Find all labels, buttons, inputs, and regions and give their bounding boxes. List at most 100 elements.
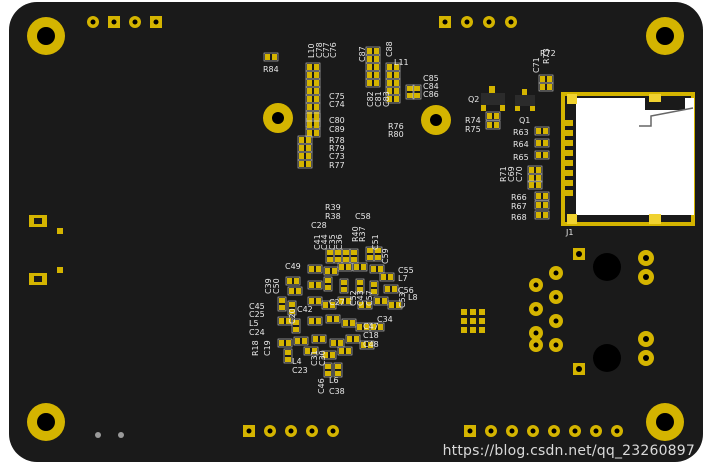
- designator-c31: C31: [310, 350, 319, 366]
- passive-footprints: [263, 46, 554, 378]
- designator-c51: C51: [371, 234, 380, 250]
- mounting-hole-mid-left: [263, 103, 293, 133]
- passive-pad-pair: [527, 165, 543, 175]
- passive-pad-pair: [305, 86, 321, 96]
- passive-pad-pair: [297, 135, 313, 145]
- passive-pad-pair: [341, 248, 351, 264]
- passive-pad-pair: [339, 278, 349, 294]
- passive-pad-pair: [297, 151, 313, 161]
- passive-pad-pair: [307, 316, 323, 326]
- passive-pad-pair: [365, 70, 381, 80]
- passive-pad-pair: [534, 150, 550, 160]
- passive-pad-pair: [333, 248, 343, 264]
- designator-l4: L4: [292, 357, 302, 366]
- sd-card-connector-j1: [561, 92, 695, 226]
- passive-pad-pair: [291, 318, 301, 334]
- passive-pad-pair: [333, 362, 343, 378]
- designator-r38: R38: [325, 212, 341, 221]
- designator-c34: C34: [377, 315, 393, 324]
- designator-l7: L7: [398, 274, 408, 283]
- designator-c44: C44: [320, 234, 329, 250]
- designator-c46: C46: [317, 378, 326, 394]
- passive-pad-pair: [373, 296, 389, 306]
- designator-r76: R76: [388, 122, 404, 131]
- designator-r18: R18: [251, 340, 260, 356]
- passive-pad-pair: [297, 143, 313, 153]
- designator-c58: C58: [355, 212, 371, 221]
- header-bottom-left: [243, 425, 339, 437]
- designator-l10: L10: [307, 43, 316, 58]
- transistor-q2: [481, 86, 505, 111]
- passive-pad-pair: [307, 264, 323, 274]
- bottom-left-vias: [95, 432, 124, 438]
- designator-r67: R67: [511, 202, 527, 211]
- designator-c42: C42: [297, 305, 313, 314]
- designator-c71: C71: [532, 57, 541, 73]
- designator-c47: C47: [363, 322, 379, 331]
- passive-pad-pair: [534, 191, 550, 201]
- designator-c25: C25: [249, 310, 265, 319]
- designator-r66: R66: [511, 193, 527, 202]
- passive-pad-pair: [311, 334, 327, 344]
- passive-pad-pair: [365, 62, 381, 72]
- designator-c23: C23: [292, 366, 308, 375]
- designator-c78: C78: [315, 42, 324, 58]
- passive-pad-pair: [534, 200, 550, 210]
- passive-pad-pair: [359, 340, 375, 350]
- designator-c19: C19: [263, 340, 272, 356]
- passive-pad-pair: [349, 248, 359, 264]
- passive-pad-pair: [534, 210, 550, 220]
- designator-l6: L6: [329, 376, 339, 385]
- designator-c87: C87: [358, 46, 367, 62]
- passive-pad-pair: [307, 280, 323, 290]
- designator-l5: L5: [249, 319, 259, 328]
- designator-r79: R79: [329, 144, 345, 153]
- passive-pad-pair: [357, 300, 373, 310]
- mounting-hole-bottom-right: [646, 403, 684, 441]
- designator-r84: R84: [263, 65, 279, 74]
- passive-pad-pair: [323, 266, 339, 276]
- designator-c24: C24: [249, 328, 265, 337]
- header-bottom-right: [464, 425, 623, 437]
- designator-c84: C84: [423, 82, 439, 91]
- passive-pad-pair: [325, 314, 341, 324]
- designator-c41: C41: [313, 234, 322, 250]
- passive-pad-pair: [383, 284, 399, 294]
- designator-r68: R68: [511, 213, 527, 222]
- designator-c82: C82: [366, 91, 375, 107]
- designator-r65: R65: [513, 153, 529, 162]
- passive-pad-pair: [534, 126, 550, 136]
- designator-r39: R39: [325, 203, 341, 212]
- designator-c50: C50: [272, 278, 281, 294]
- designator-c43: C43: [356, 290, 365, 306]
- designator-r78: R78: [329, 136, 345, 145]
- passive-pad-pair: [305, 128, 321, 138]
- designator-q1: Q1: [519, 116, 530, 125]
- passive-pad-pair: [387, 300, 403, 310]
- passive-pad-pair: [287, 300, 297, 316]
- designator-c59: C59: [381, 248, 390, 264]
- passive-pad-pair: [263, 52, 279, 62]
- designator-c74: C74: [329, 100, 345, 109]
- passive-pad-pair: [385, 70, 401, 80]
- header-top-right: [439, 16, 517, 28]
- passive-pad-pair: [355, 278, 365, 294]
- left-edge-pads: [29, 215, 63, 285]
- designator-r80: R80: [388, 130, 404, 139]
- designator-r37: R37: [358, 226, 367, 242]
- designator-c73: C73: [329, 152, 345, 161]
- designator-r73: R73: [542, 48, 551, 64]
- passive-pad-pair: [352, 262, 368, 272]
- passive-pad-pair: [323, 276, 333, 292]
- passive-pad-pair: [277, 296, 287, 312]
- passive-pad-pair: [379, 272, 395, 282]
- designator-c27: C27: [329, 298, 345, 307]
- passive-pad-pair: [345, 334, 361, 344]
- designator-q2: Q2: [468, 95, 479, 104]
- passive-pad-pair: [369, 280, 379, 296]
- passive-pad-pair: [321, 300, 337, 310]
- designator-c81: C81: [374, 91, 383, 107]
- passive-pad-pair: [369, 264, 385, 274]
